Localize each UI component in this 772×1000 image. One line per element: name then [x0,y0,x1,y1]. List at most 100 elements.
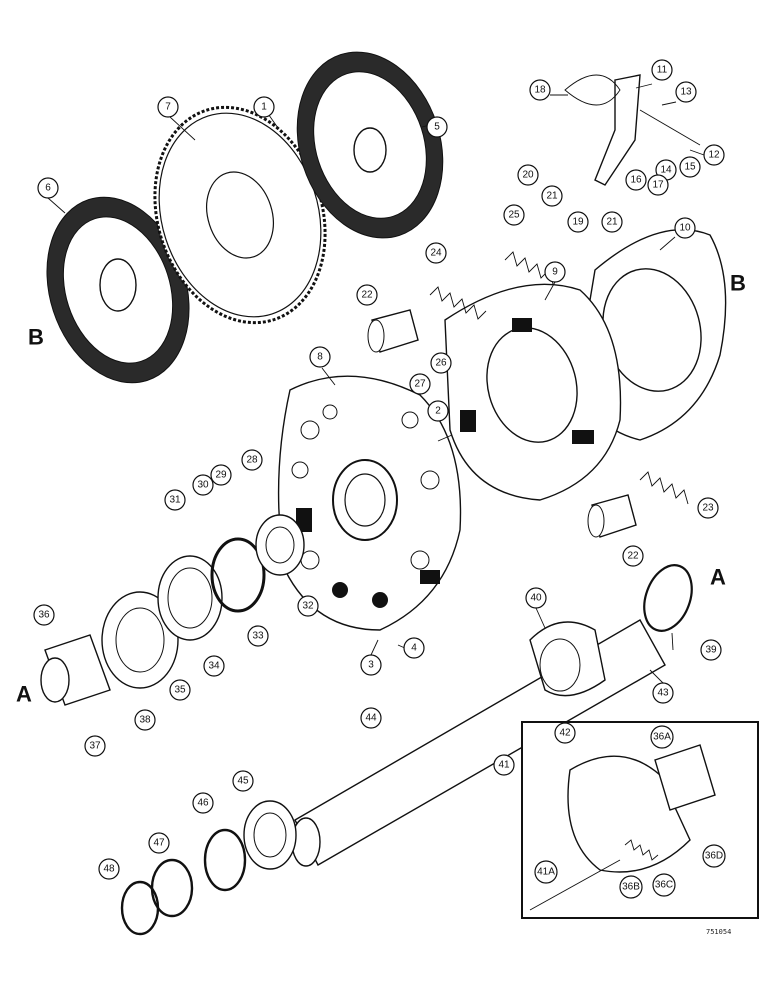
svg-text:18: 18 [534,85,546,96]
callout-45: 45 [232,770,254,792]
svg-text:2: 2 [435,406,441,417]
svg-text:27: 27 [414,379,426,390]
callout-27: 27 [409,373,431,395]
callout-18: 18 [529,79,551,101]
callouts: 1 2 3 4 5 6 7 8 9 10 11 12 13 14 15 16 1… [33,59,726,899]
svg-text:36C: 36C [655,880,673,891]
callout-24: 24 [425,242,447,264]
release-sleeve-36 [40,634,111,706]
friction-disc-5 [296,51,444,239]
svg-text:31: 31 [169,495,181,506]
callout-7: 7 [157,96,179,118]
callout-12: 12 [703,144,725,166]
callout-9: 9 [544,261,566,283]
callout-44: 44 [360,707,382,729]
release-lever-11 [564,74,701,186]
callout-20: 20 [517,164,539,186]
callout-21-lower: 21 [601,211,623,233]
svg-text:13: 13 [680,87,692,98]
svg-text:23: 23 [702,503,714,514]
svg-text:11: 11 [657,65,668,76]
svg-text:20: 20 [522,170,534,181]
plate-10 [579,228,727,441]
svg-text:30: 30 [197,480,209,491]
callout-39: 39 [700,639,722,661]
svg-text:36A: 36A [653,732,671,743]
callout-36c: 36C [652,873,676,897]
callout-17: 17 [647,174,669,196]
o-ring-39 [643,564,693,632]
svg-text:9: 9 [552,267,558,278]
callout-36a: 36A [650,725,674,749]
svg-text:41A: 41A [537,867,555,878]
svg-text:29: 29 [215,470,227,481]
svg-text:35: 35 [174,685,186,696]
callout-19: 19 [567,211,589,233]
callout-15: 15 [679,156,701,178]
callout-25: 25 [503,204,525,226]
callout-28: 28 [241,449,263,471]
svg-text:3: 3 [368,660,374,671]
svg-text:39: 39 [705,645,717,656]
svg-text:45: 45 [237,776,249,787]
callout-29: 29 [210,464,232,486]
callout-31: 31 [164,489,186,511]
bushing-22-top [367,309,419,353]
callout-34: 34 [203,655,225,677]
bearing-housing-40 [529,621,606,697]
svg-text:17: 17 [652,180,664,191]
bearing-32 [255,514,305,576]
callout-3: 3 [360,654,382,676]
callout-41: 41 [493,754,515,776]
svg-text:14: 14 [660,165,672,176]
callout-46: 46 [192,792,214,814]
svg-text:34: 34 [208,661,220,672]
svg-text:1: 1 [261,102,267,113]
callout-13: 13 [675,81,697,103]
callout-30: 30 [192,474,214,496]
ring-34 [157,555,223,641]
svg-text:33: 33 [252,631,264,642]
snap-ring-46 [203,828,247,892]
svg-text:7: 7 [165,102,171,113]
svg-text:36B: 36B [622,882,640,893]
callout-41a: 41A [534,860,558,884]
svg-text:15: 15 [684,162,696,173]
bearing-45 [243,800,297,870]
callout-36: 36 [33,604,55,626]
svg-text:19: 19 [572,217,584,228]
callout-37: 37 [84,735,106,757]
svg-text:28: 28 [246,455,258,466]
svg-text:43: 43 [657,688,669,699]
spring-24 [429,286,487,320]
reference-letter-b-left: B [28,325,44,350]
svg-text:36D: 36D [705,851,723,862]
callout-22-top: 22 [356,284,378,306]
svg-text:10: 10 [679,223,691,234]
callout-26: 26 [430,352,452,374]
callout-1: 1 [253,96,275,118]
svg-text:44: 44 [365,713,377,724]
snap-ring-33 [210,537,266,613]
svg-text:37: 37 [89,741,101,752]
svg-text:12: 12 [708,150,720,161]
callout-22-bottom: 22 [622,545,644,567]
callout-5: 5 [426,116,448,138]
svg-text:38: 38 [139,715,151,726]
callout-36b: 36B [619,875,643,899]
svg-text:6: 6 [45,183,51,194]
bearing-35 [101,591,179,689]
reference-letter-a-left: A [16,682,32,707]
svg-text:16: 16 [630,175,642,186]
callout-47: 47 [148,832,170,854]
callout-40: 40 [525,587,547,609]
svg-text:24: 24 [430,248,442,259]
callout-6: 6 [37,177,59,199]
callout-4: 4 [403,637,425,659]
reference-letter-b-right: B [730,271,746,296]
callout-35: 35 [169,679,191,701]
svg-text:4: 4 [411,643,417,654]
callout-43: 43 [652,682,674,704]
svg-text:36: 36 [38,610,50,621]
